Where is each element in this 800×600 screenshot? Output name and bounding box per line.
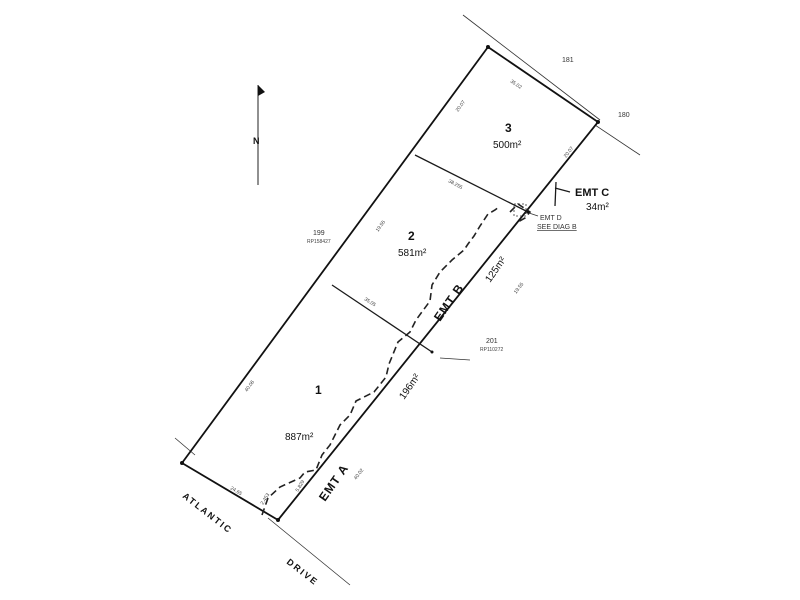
dimension-emt-seg1: 2.453: [260, 492, 272, 506]
dimension-lot2-bearing: 38.255: [447, 178, 464, 191]
emt-d-box: [513, 203, 539, 217]
adjoining-lot-181: 181: [562, 57, 574, 64]
north-label: N: [253, 136, 260, 146]
lot-3-area: 500m²: [493, 140, 522, 151]
emt-b-label: EMT B: [431, 281, 467, 324]
dimension-front: 24.65: [229, 486, 243, 498]
lot-2-number: 2: [408, 229, 415, 243]
emt-a-area: 196m²: [397, 372, 423, 402]
adjoining-lot-199: 199: [313, 230, 325, 237]
emt-d-label: EMT D: [540, 215, 562, 222]
lot-1-number: 1: [315, 383, 322, 397]
easement-lines: [261, 202, 532, 516]
emt-a-label: EMT A: [316, 461, 351, 503]
emt-c-label: EMT C: [575, 187, 609, 199]
dimension-lot2-west: 19.55: [375, 219, 387, 233]
dimension-lot12-east: 40.02: [353, 468, 366, 482]
emt-c-leader: [554, 181, 571, 207]
dimension-lot3-top: 35.02: [509, 79, 523, 91]
lot-1-area: 887m²: [285, 432, 314, 443]
dimension-lot12-west: 40.06: [244, 379, 256, 393]
adjoining-lot-201-plan: RP110272: [480, 347, 503, 353]
dimension-lot2-east: 19.55: [513, 282, 526, 296]
corner-marks: [180, 45, 600, 522]
lot-dividers: [331, 154, 529, 353]
dimension-lot1-bearing: 35.05: [363, 297, 377, 309]
emt-d-note: SEE DIAG B: [537, 224, 577, 231]
parcel-outline: [181, 46, 599, 521]
dimension-emt-seg2: 5.829: [295, 479, 307, 493]
adjoining-lot-180: 180: [618, 112, 630, 119]
emt-c-area: 34m²: [586, 202, 609, 213]
road-name-drive: DRIVE: [285, 557, 321, 588]
adjoining-boundaries: [174, 14, 641, 586]
dimension-lot3-west: 20.07: [455, 99, 467, 113]
adjoining-lot-201: 201: [486, 338, 498, 345]
road-name-atlantic: ATLANTIC: [181, 491, 235, 536]
lot-2-area: 581m²: [398, 248, 427, 259]
adjoining-lot-199-plan: RP158427: [307, 239, 331, 245]
north-arrow-icon: N: [253, 85, 265, 185]
lot-3-number: 3: [505, 121, 512, 135]
